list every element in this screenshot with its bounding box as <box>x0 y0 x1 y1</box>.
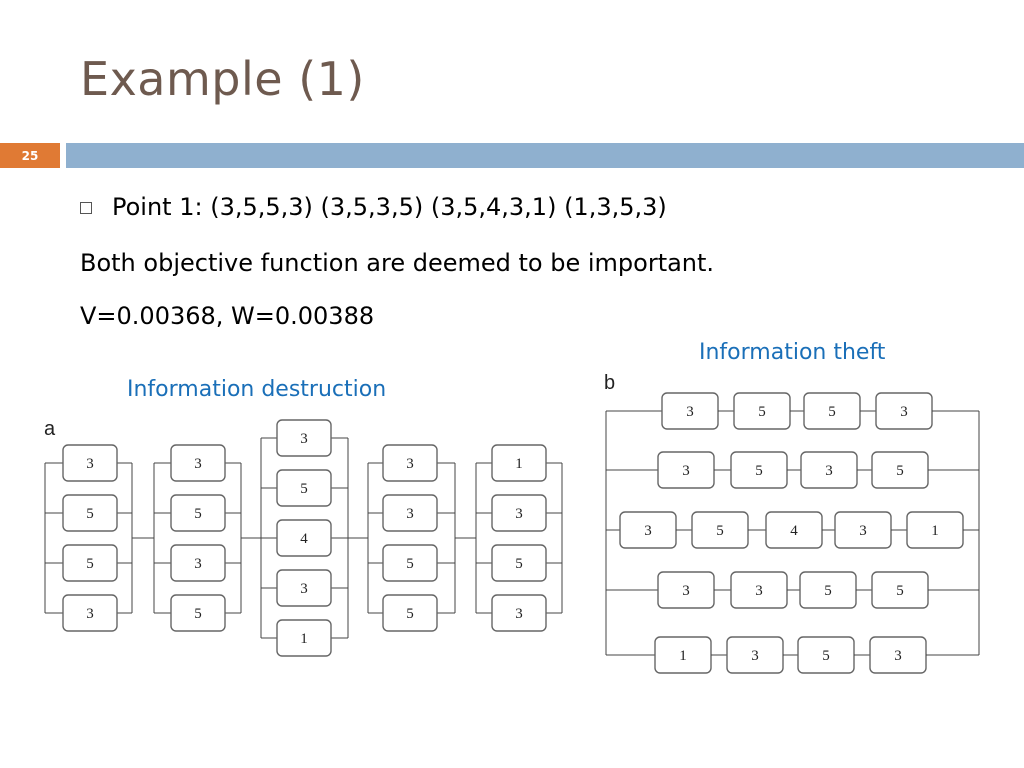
component-block: 3 <box>657 451 715 489</box>
component-block: 3 <box>875 392 933 430</box>
component-label: 3 <box>682 463 690 479</box>
component-label: 3 <box>515 606 523 622</box>
component-block: 5 <box>491 544 547 582</box>
component-block: 3 <box>800 451 858 489</box>
component-block: 3 <box>276 419 332 457</box>
component-label: 3 <box>86 606 94 622</box>
component-label: 3 <box>755 583 763 599</box>
component-block: 3 <box>661 392 719 430</box>
component-block: 5 <box>170 594 226 632</box>
component-block: 5 <box>276 469 332 507</box>
component-label: 5 <box>86 506 94 522</box>
component-label: 5 <box>822 648 830 664</box>
component-block: 1 <box>276 619 332 657</box>
component-label: 5 <box>194 606 202 622</box>
component-block: 5 <box>62 544 118 582</box>
component-label: 5 <box>896 583 904 599</box>
component-block: 3 <box>869 636 927 674</box>
component-label: 5 <box>755 463 763 479</box>
component-block: 5 <box>382 544 438 582</box>
component-block: 3 <box>170 444 226 482</box>
component-label: 3 <box>86 456 94 472</box>
component-label: 1 <box>679 648 687 664</box>
component-label: 3 <box>644 523 652 539</box>
component-block: 5 <box>799 571 857 609</box>
component-block: 3 <box>382 494 438 532</box>
component-label: 3 <box>194 556 202 572</box>
bullet-point: Point 1: (3,5,5,3) (3,5,3,5) (3,5,4,3,1)… <box>80 193 667 221</box>
figure-a-label: a <box>44 418 56 440</box>
slide-title: Example (1) <box>80 52 365 106</box>
component-label: 3 <box>751 648 759 664</box>
component-label: 3 <box>194 456 202 472</box>
header-bar <box>66 143 1024 168</box>
component-block: 1 <box>906 511 964 549</box>
component-block: 3 <box>834 511 892 549</box>
component-label: 4 <box>300 531 308 547</box>
component-label: 3 <box>300 581 308 597</box>
component-label: 5 <box>406 606 414 622</box>
component-block: 1 <box>654 636 712 674</box>
component-label: 5 <box>86 556 94 572</box>
component-label: 3 <box>682 583 690 599</box>
component-block: 3 <box>619 511 677 549</box>
component-block: 3 <box>382 444 438 482</box>
component-label: 1 <box>931 523 939 539</box>
component-label: 5 <box>896 463 904 479</box>
component-label: 5 <box>824 583 832 599</box>
component-label: 5 <box>194 506 202 522</box>
component-label: 1 <box>515 456 523 472</box>
component-label: 3 <box>300 431 308 447</box>
component-label: 5 <box>716 523 724 539</box>
slide-number: 25 <box>0 143 60 168</box>
component-block: 3 <box>170 544 226 582</box>
component-block: 5 <box>797 636 855 674</box>
objective-text: Both objective function are deemed to be… <box>80 249 715 277</box>
component-label: 5 <box>406 556 414 572</box>
component-block: 3 <box>491 494 547 532</box>
component-block: 3 <box>276 569 332 607</box>
component-label: 3 <box>686 404 694 420</box>
component-label: 3 <box>900 404 908 420</box>
point-text: Point 1: (3,5,5,3) (3,5,3,5) (3,5,4,3,1)… <box>112 193 667 221</box>
component-block: 5 <box>62 494 118 532</box>
component-label: 4 <box>790 523 798 539</box>
square-bullet-icon <box>80 202 92 214</box>
component-block: 5 <box>382 594 438 632</box>
component-label: 3 <box>515 506 523 522</box>
component-block: 5 <box>871 451 929 489</box>
component-block: 3 <box>491 594 547 632</box>
component-block: 3 <box>657 571 715 609</box>
component-label: 5 <box>758 404 766 420</box>
values-text: V=0.00368, W=0.00388 <box>80 302 375 330</box>
component-label: 3 <box>894 648 902 664</box>
figure-b-label: b <box>604 372 616 394</box>
component-block: 3 <box>726 636 784 674</box>
component-block: 5 <box>691 511 749 549</box>
component-label: 3 <box>406 456 414 472</box>
component-block: 4 <box>276 519 332 557</box>
component-label: 3 <box>859 523 867 539</box>
component-block: 5 <box>871 571 929 609</box>
component-block: 5 <box>730 451 788 489</box>
caption-information-theft: Information theft <box>699 340 886 365</box>
component-label: 1 <box>300 631 308 647</box>
component-label: 5 <box>515 556 523 572</box>
component-label: 5 <box>300 481 308 497</box>
caption-information-destruction: Information destruction <box>127 377 387 402</box>
component-block: 4 <box>765 511 823 549</box>
component-label: 5 <box>828 404 836 420</box>
component-block: 3 <box>62 444 118 482</box>
component-block: 3 <box>62 594 118 632</box>
component-block: 1 <box>491 444 547 482</box>
component-label: 3 <box>406 506 414 522</box>
component-block: 5 <box>733 392 791 430</box>
component-block: 3 <box>730 571 788 609</box>
component-block: 5 <box>170 494 226 532</box>
component-block: 5 <box>803 392 861 430</box>
component-label: 3 <box>825 463 833 479</box>
